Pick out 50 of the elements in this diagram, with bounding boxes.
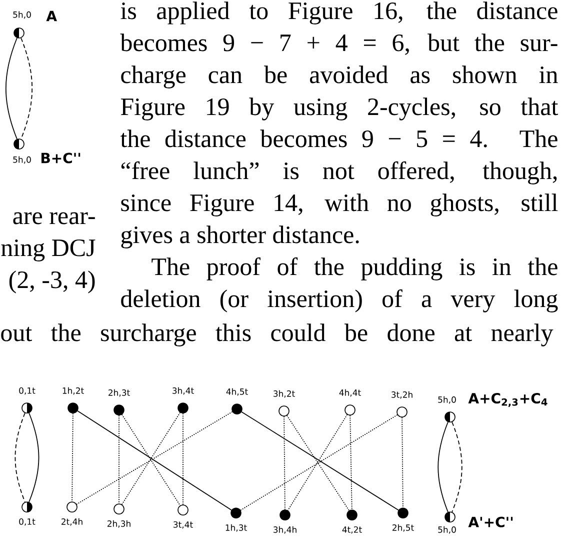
text-line: out the surcharge this could be done at nearly	[1, 324, 554, 346]
vertex-label: 0,1t	[19, 387, 36, 395]
vertex-label: 2h,3t	[108, 389, 130, 397]
vertex-label: 3t,2h	[392, 391, 412, 399]
vertex-label: 2t,4h	[62, 518, 82, 526]
connector-line	[5, 38, 18, 140]
connector-line	[28, 412, 40, 502]
text-line: “free lunch” is not offered, though,	[121, 161, 557, 184]
genome-label: A	[46, 10, 57, 22]
vertex-label: 3h,4t	[172, 387, 194, 395]
connector-line	[118, 414, 120, 504]
vertex-label: 1h,2t	[62, 387, 84, 395]
connector-line	[350, 414, 352, 510]
vertex-label: 3h,2t	[274, 390, 295, 398]
genome-label: A'+C''	[468, 516, 513, 528]
text-line: becomes 9 − 7 + 4 = 6, but the sur-	[120, 34, 558, 55]
vertex-label: 5h,0	[13, 11, 31, 19]
text-line: deletion (or insertion) of a very long	[121, 289, 558, 312]
vertex-label: 0,1t	[19, 518, 36, 526]
connector-line	[284, 416, 286, 510]
vertex-label: 5h,0	[13, 156, 31, 164]
connector-line	[452, 422, 462, 512]
vertex-label: 5h,0	[438, 526, 456, 534]
text-line: since Figure 14, with no ghosts, still	[121, 194, 558, 216]
vertex-label: 3t,4t	[174, 521, 193, 529]
vertex-label: 3h,4h	[274, 526, 296, 534]
vertex-label: 4h,4t	[339, 389, 361, 397]
connector-line	[438, 422, 448, 512]
connector-line	[402, 416, 404, 508]
vertex-label: 1h,3t	[226, 524, 247, 532]
connector-line	[14, 412, 26, 502]
vertex-label: 2h,5t	[392, 524, 414, 532]
vertex-label: 4t,2t	[342, 526, 362, 534]
genome-label: A+C$_{2,3}$+C$_{4}$	[468, 392, 548, 408]
text-line: (2, -3, 4)	[9, 270, 95, 294]
text-line: The proof of the pudding is in the	[152, 257, 558, 280]
text-line: are rear-	[13, 212, 95, 224]
connector-line	[20, 38, 33, 140]
vertex-label: 2h,3h	[107, 520, 130, 528]
vertex-label: 5h,0	[438, 396, 456, 404]
text-line: the distance becomes 9 − 5 = 4. The	[120, 130, 558, 148]
connector-line	[182, 412, 184, 506]
vertex-label: 4h,5t	[226, 388, 248, 396]
text-line: is applied to Figure 16, the distance	[120, 2, 558, 24]
text-line: Figure 19 by using 2-cycles, so that	[120, 98, 558, 120]
text-line: charge can be avoided as shown in	[121, 66, 558, 88]
text-line: gives a shorter distance.	[121, 226, 359, 248]
genome-label: B+C''	[42, 152, 80, 164]
connector-line	[72, 412, 74, 502]
text-line: ning DCJ	[1, 239, 96, 262]
